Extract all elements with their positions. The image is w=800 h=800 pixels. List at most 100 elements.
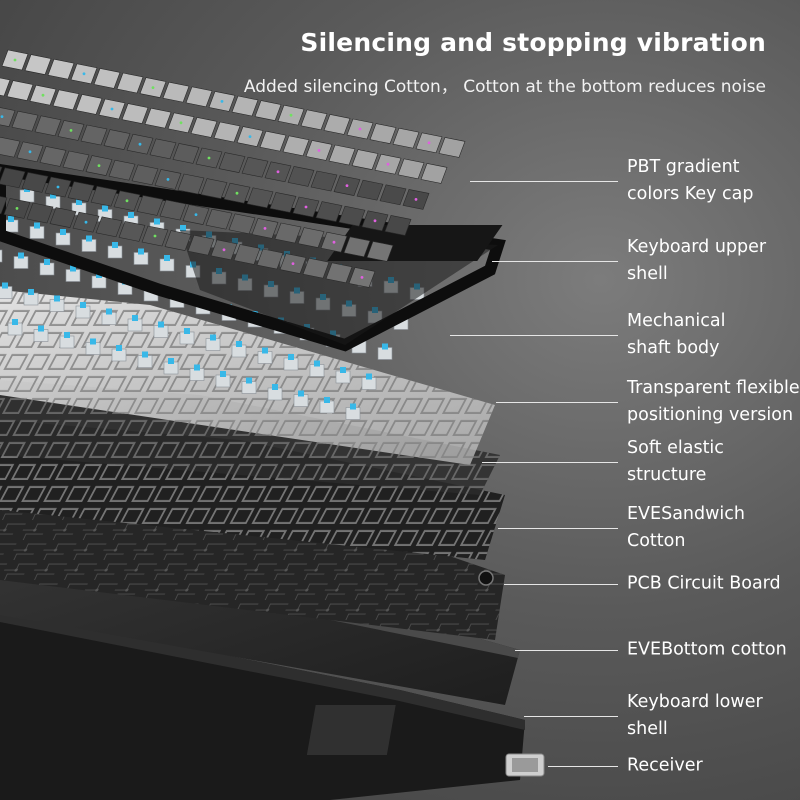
keycap — [333, 175, 361, 196]
keycap — [420, 163, 448, 184]
keycap — [29, 84, 57, 106]
switch — [0, 282, 13, 299]
keycap — [121, 103, 149, 124]
switch — [133, 248, 149, 265]
keycap — [264, 161, 292, 183]
keycap — [292, 196, 320, 218]
switch — [377, 343, 393, 360]
keycap — [223, 182, 251, 204]
keycap — [259, 130, 287, 152]
keycap — [231, 95, 259, 117]
keycap — [6, 80, 34, 101]
switch — [85, 338, 101, 355]
switch — [75, 302, 91, 319]
keycap — [346, 118, 374, 140]
keycap — [297, 227, 325, 248]
keycap — [47, 58, 75, 80]
keycap — [80, 124, 108, 146]
keycap — [162, 81, 190, 103]
keycap — [361, 210, 389, 232]
keycap — [325, 262, 353, 284]
switch — [39, 259, 55, 276]
switch — [59, 332, 75, 349]
keycap — [24, 54, 52, 75]
keycap — [149, 138, 177, 160]
switch — [101, 308, 117, 325]
keycap — [369, 123, 397, 144]
page-title: Silencing and stopping vibration — [300, 28, 766, 57]
keycap — [16, 141, 44, 163]
keycap — [103, 129, 131, 150]
leader-line — [482, 462, 618, 463]
keycap — [310, 170, 338, 192]
switch — [163, 358, 179, 375]
switch — [361, 373, 377, 390]
keycap — [210, 239, 238, 261]
keycap — [392, 127, 420, 149]
keycap — [0, 107, 16, 127]
keycap — [328, 144, 356, 166]
keycap — [3, 198, 31, 219]
switch — [81, 235, 97, 252]
keycap — [282, 135, 310, 157]
keycap — [228, 213, 256, 235]
keycap — [67, 181, 95, 202]
keycap — [320, 231, 348, 253]
keycap — [116, 72, 144, 94]
keycap — [141, 225, 169, 247]
keycap — [351, 149, 379, 170]
keycap — [1, 49, 29, 71]
receiver-icon — [505, 753, 545, 777]
callout-label: Soft elastic structure — [627, 438, 724, 485]
keycap — [274, 222, 302, 244]
switch — [65, 265, 81, 282]
keycap — [348, 267, 376, 288]
keycap — [49, 207, 77, 228]
switch — [7, 319, 23, 336]
callout-label: Keyboard lower shell — [627, 692, 763, 739]
leader-line — [548, 766, 618, 767]
switch — [111, 345, 127, 362]
keycap — [113, 190, 141, 212]
leader-line — [496, 402, 618, 403]
leader-line — [524, 716, 618, 717]
keycap — [287, 166, 315, 187]
keycap — [11, 110, 39, 132]
keycap — [95, 216, 123, 238]
leader-line — [450, 335, 618, 336]
keycap — [233, 244, 261, 265]
switch — [345, 403, 361, 420]
switch — [49, 295, 65, 312]
switch — [23, 289, 39, 306]
keycap — [70, 63, 98, 85]
switch — [293, 390, 309, 407]
switch — [153, 321, 169, 338]
keycap — [185, 86, 213, 108]
leader-line — [492, 261, 618, 262]
keycap — [305, 140, 333, 161]
switch — [241, 377, 257, 394]
keycap — [159, 199, 187, 221]
callout-label: EVEBottom cotton — [627, 639, 787, 660]
keycap — [126, 133, 154, 155]
page-subtitle: Added silencing Cotton， Cotton at the bo… — [243, 77, 766, 97]
switch — [55, 229, 71, 246]
keycap — [34, 115, 62, 137]
callout-label: PBT gradient colors Key cap — [627, 157, 754, 204]
keycap — [402, 189, 430, 210]
keycap — [98, 98, 126, 120]
keycap — [26, 202, 54, 224]
switch — [309, 360, 325, 377]
keycap — [75, 94, 103, 115]
leader-line — [504, 584, 618, 585]
switch — [13, 252, 29, 269]
callout-label: Transparent flexible positioning version — [627, 378, 800, 425]
lower-shell-layer — [0, 610, 525, 800]
keycap — [21, 172, 49, 193]
switch — [33, 325, 49, 342]
keycap — [269, 192, 297, 213]
keycap — [39, 146, 67, 167]
keycap — [0, 167, 26, 189]
switch — [127, 315, 143, 332]
switch — [159, 255, 175, 272]
